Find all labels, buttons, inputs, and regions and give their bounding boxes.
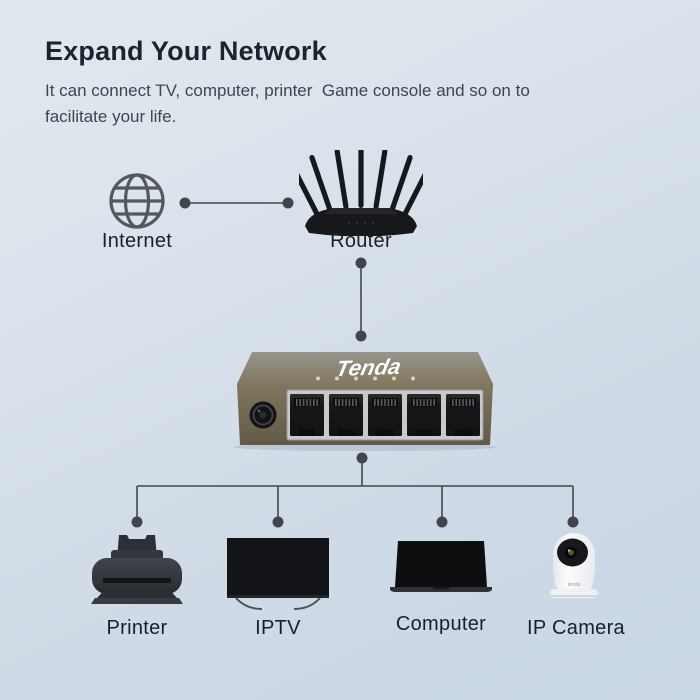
switch-top-face (237, 352, 493, 384)
iptv-image (227, 538, 329, 610)
page-title: Expand Your Network (45, 36, 327, 66)
switch-port (446, 394, 480, 436)
page-subtitle: It can connect TV, computer, printer Gam… (45, 81, 535, 126)
computer-label: Computer (395, 613, 487, 635)
computer-image (390, 541, 492, 592)
ip-camera-label: IP Camera (527, 617, 625, 639)
internet-label: Internet (101, 230, 173, 252)
tv-screen (227, 538, 329, 598)
iptv-label: IPTV (255, 617, 301, 639)
switch-port (290, 394, 324, 436)
switch-brand-logo: Tenda (334, 354, 404, 381)
router-antennas (299, 150, 423, 217)
globe-icon (109, 173, 165, 229)
connector-internet-router (179, 197, 294, 209)
connector-router-switch (355, 257, 367, 342)
laptop-screen (395, 541, 487, 587)
switch-port (368, 394, 402, 436)
power-jack (249, 401, 277, 429)
connector-switch-devices (131, 452, 579, 528)
router-label: Router (330, 230, 392, 252)
camera-brand-logo: tenda (568, 582, 581, 588)
printer-image (91, 535, 183, 604)
switch-port (407, 394, 441, 436)
switch-image: Tenda (233, 352, 497, 451)
led-indicators (316, 376, 415, 381)
router-body (305, 208, 417, 236)
printer-label: Printer (106, 617, 168, 639)
switch-port (329, 394, 363, 436)
ethernet-ports (290, 394, 480, 436)
ip-camera-image: tenda (550, 533, 598, 598)
router-image (299, 150, 423, 236)
